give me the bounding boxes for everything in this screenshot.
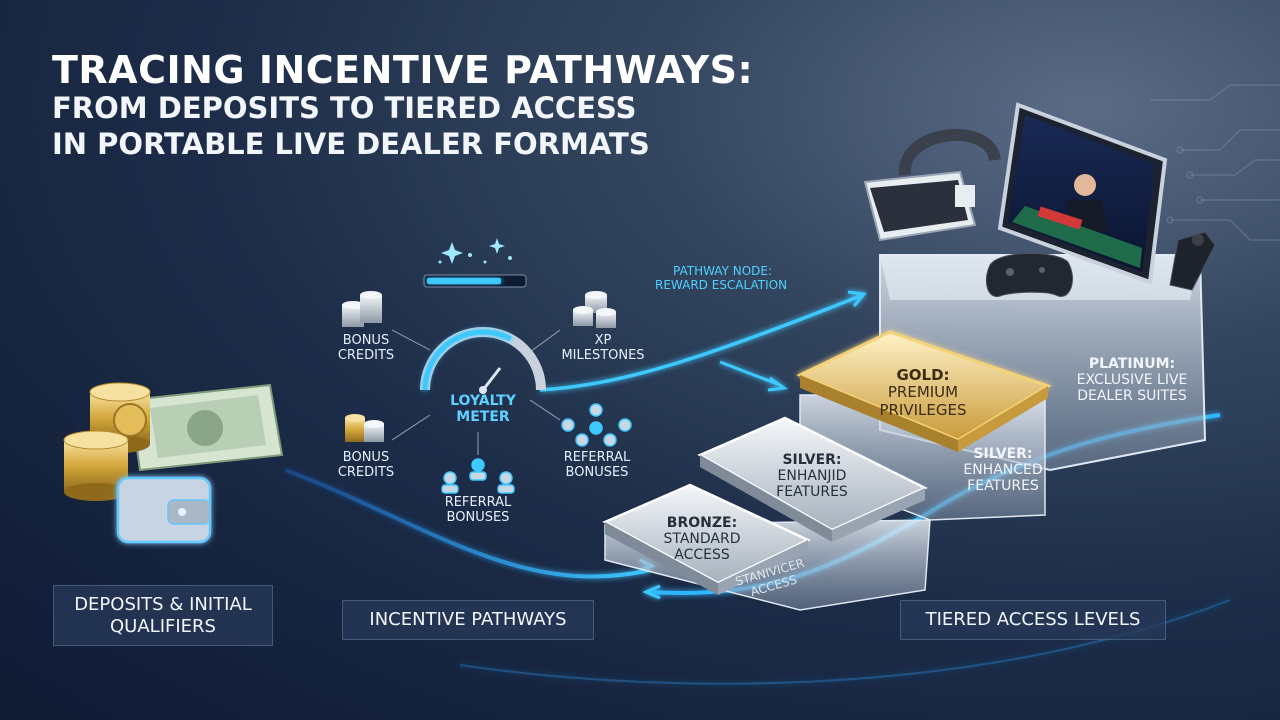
badge-tiered-access: TIERED ACCESS LEVELS <box>900 600 1166 640</box>
controller-icon <box>1169 231 1216 291</box>
tier-platforms <box>602 254 1207 611</box>
incentive-icons <box>342 238 632 494</box>
devices <box>863 102 1216 298</box>
coin-stack-icon <box>63 382 151 501</box>
coin-stack-icon <box>573 291 616 328</box>
circuit-lines <box>1150 84 1280 241</box>
title-line-3: IN PORTABLE LIVE DEALER FORMATS <box>52 127 650 161</box>
deposit-assets <box>63 382 284 544</box>
banknote-icon <box>128 383 284 472</box>
coin-stack-icon <box>342 291 382 327</box>
title-line-1: TRACING INCENTIVE PATHWAYS: <box>52 48 754 92</box>
bronze-platform <box>602 483 811 595</box>
gamepad-icon <box>985 252 1073 298</box>
badge-incentive-pathways: INCENTIVE PATHWAYS <box>342 600 594 640</box>
page-title: TRACING INCENTIVE PATHWAYS: FROM DEPOSIT… <box>52 50 753 162</box>
vr-headset-icon <box>863 128 1001 242</box>
silver-platform <box>697 416 928 542</box>
wallet-icon <box>116 476 212 544</box>
connector-lines <box>391 329 561 455</box>
label-pathway-node: PATHWAY NODE:REWARD ESCALATION <box>655 264 788 292</box>
tablet-icon <box>997 102 1168 285</box>
gauge-icon <box>420 327 546 394</box>
gold-platform <box>796 330 1052 452</box>
people-network-icon <box>441 458 515 494</box>
sparkle-icon <box>438 238 512 264</box>
progress-bar-icon <box>423 274 527 288</box>
coin-stack-icon <box>345 414 384 442</box>
title-line-2: FROM DEPOSITS TO TIERED ACCESS <box>52 91 637 125</box>
people-network-icon <box>561 403 632 447</box>
